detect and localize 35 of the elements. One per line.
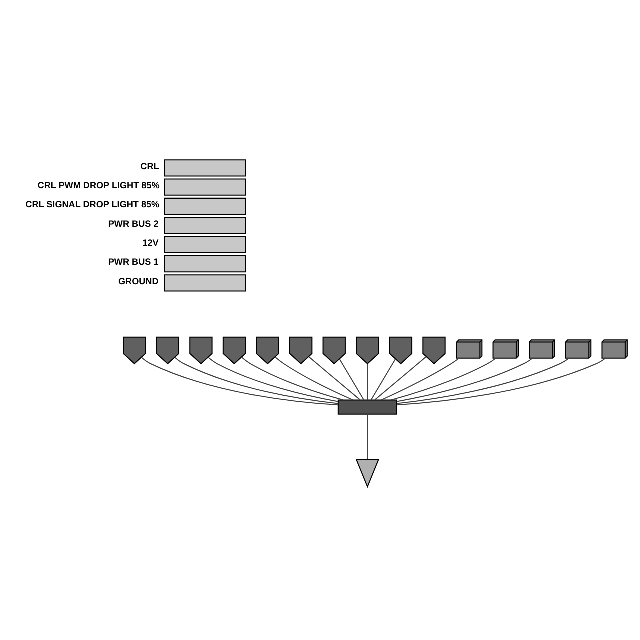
node-lamp	[190, 336, 213, 365]
node-stake	[356, 459, 380, 488]
connector	[391, 358, 496, 401]
node-lamp	[322, 336, 346, 365]
legend-label: CRL PWM DROP LIGHT 85%	[38, 180, 160, 191]
connector	[142, 357, 338, 406]
connector	[367, 364, 368, 400]
node-lamp	[156, 336, 180, 365]
connector	[308, 356, 360, 400]
node-lamp	[356, 336, 380, 365]
node-lamp	[222, 336, 246, 365]
connector	[275, 356, 354, 401]
legend-label: CRL SIGNAL DROP LIGHT 85%	[26, 200, 160, 210]
node-lamp	[123, 336, 146, 365]
connector	[367, 414, 368, 460]
connector	[242, 357, 344, 401]
connector	[397, 358, 606, 406]
connector	[382, 358, 460, 401]
node-lamp	[289, 336, 313, 365]
node-box	[338, 400, 398, 415]
legend-label: CRL	[140, 161, 160, 172]
connector	[174, 357, 338, 404]
node-lamp	[389, 336, 413, 365]
connector	[374, 356, 427, 400]
connector	[208, 357, 338, 402]
legend-label: PWR BUS 1	[108, 257, 159, 268]
connector	[371, 359, 396, 400]
connector	[397, 358, 533, 402]
connector	[339, 359, 364, 400]
legend-label: GROUND	[118, 276, 159, 286]
connector	[396, 358, 570, 404]
legend-label: 12V	[142, 238, 159, 248]
node-lamp	[256, 336, 280, 365]
node-lamp	[422, 336, 446, 365]
legend-label: PWR BUS 2	[108, 218, 159, 229]
